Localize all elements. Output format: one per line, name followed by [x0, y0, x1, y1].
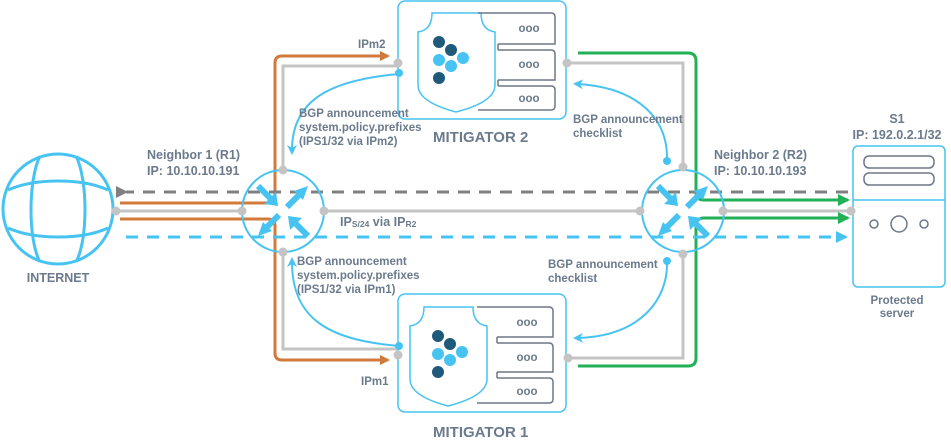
- server-name: S1: [889, 112, 904, 126]
- port-m2-left: [393, 58, 403, 68]
- m2-announce-line2: system.policy.prefixes: [299, 122, 422, 134]
- port-m1-left: [393, 350, 403, 360]
- port-server: [846, 206, 856, 216]
- m2-checklist-line2: checklist: [573, 128, 622, 140]
- port-r2-bottom: [678, 249, 688, 259]
- bgp-arrows: [287, 69, 671, 350]
- mitigator1-node[interactable]: ooo ooo ooo MITIGATOR 1: [393, 293, 573, 441]
- mitigator1-label: MITIGATOR 1: [433, 424, 528, 441]
- port-r1-right: [319, 206, 329, 216]
- mitigator-logo-icon: [433, 36, 469, 84]
- server-dots: ooo: [516, 352, 537, 364]
- protected-server-node[interactable]: [846, 145, 946, 288]
- link-r1-mitigator1: [281, 254, 397, 351]
- server-dots: ooo: [518, 59, 539, 71]
- mitigator1-port-label: IPm1: [361, 376, 389, 388]
- router-icon: [241, 169, 325, 253]
- bgp-dot-m1: [395, 342, 403, 350]
- m1-announce-line1: BGP announcement: [297, 256, 407, 268]
- port-r1-top: [278, 165, 288, 175]
- m2-checklist-line1: BGP announcement: [573, 114, 683, 126]
- neighbor2-name: Neighbor 2 (R2): [714, 148, 807, 162]
- server-dots: ooo: [518, 93, 539, 105]
- neighbor1-ip: IP: 10.10.10.191: [147, 164, 239, 178]
- server-dots: ooo: [516, 386, 537, 398]
- shield-icon: [409, 306, 488, 407]
- server-label-line2: server: [880, 308, 915, 320]
- server-stack-icon: [478, 12, 556, 111]
- internet-node[interactable]: INTERNET: [1, 152, 121, 285]
- mitigator2-label: MITIGATOR 2: [433, 129, 528, 146]
- link-r1-mitigator2: [281, 64, 397, 170]
- mitigator2-port-label: IPm2: [358, 39, 386, 51]
- bgp-arrow-m2-to-r1: [287, 73, 400, 155]
- m1-announce-line3: (IPS1/32 via IPm1): [297, 284, 396, 296]
- port-m2-right: [562, 58, 572, 68]
- router-arrows-icon: [655, 183, 711, 239]
- neighbor2-ip: IP: 10.10.10.193: [714, 164, 806, 178]
- server-dots: ooo: [518, 23, 539, 35]
- port-m1-right: [563, 353, 573, 363]
- bgp-dot-m2: [395, 69, 403, 77]
- bgp-dot-r2-bottom: [663, 257, 671, 265]
- router-icon: [641, 169, 725, 253]
- globe-icon: [1, 152, 115, 266]
- server-stack-icon: [477, 306, 554, 404]
- neighbor1-router[interactable]: [237, 165, 329, 257]
- m2-announce-line1: BGP announcement: [299, 108, 409, 120]
- m1-checklist-line2: checklist: [548, 273, 597, 285]
- router-arrows-icon: [255, 183, 311, 239]
- m1-checklist-line1: BGP announcement: [548, 259, 658, 271]
- link-mitigator2-r2: [567, 61, 685, 167]
- port-r2-right: [718, 206, 728, 216]
- port-r2-top: [678, 162, 688, 172]
- m1-announce-line2: system.policy.prefixes: [297, 270, 420, 282]
- server-dots: ooo: [516, 317, 537, 329]
- port-internet: [111, 206, 121, 216]
- bgp-arrow-r2-to-m2: [573, 79, 669, 161]
- neighbor1-name: Neighbor 1 (R1): [147, 148, 240, 162]
- bgp-arrow-r2-to-m1: [573, 261, 669, 343]
- server-label-line1: Protected: [870, 295, 923, 307]
- shield-icon: [417, 12, 496, 113]
- physical-links: [116, 61, 851, 360]
- route-label: IPS/24 via IPR2: [340, 215, 417, 229]
- bgp-arrow-m1-to-r1: [287, 257, 400, 347]
- mitigator-logo-icon: [432, 330, 468, 378]
- port-r1-left: [237, 206, 247, 216]
- bgp-dot-r2-top: [663, 157, 671, 165]
- server-icon: [852, 145, 946, 288]
- neighbor2-router[interactable]: [635, 162, 728, 259]
- internet-label: INTERNET: [27, 271, 90, 285]
- m2-announce-line3: (IPS1/32 via IPm2): [299, 136, 398, 148]
- green-path-from-mitigator2: [578, 51, 850, 206]
- port-r1-bottom: [278, 247, 288, 257]
- link-mitigator1-r2: [567, 254, 685, 360]
- mitigator2-node[interactable]: ooo ooo ooo MITIGATOR 2: [393, 0, 572, 146]
- server-ip: IP: 192.0.2.1/32: [853, 128, 942, 142]
- port-r2-left: [635, 206, 645, 216]
